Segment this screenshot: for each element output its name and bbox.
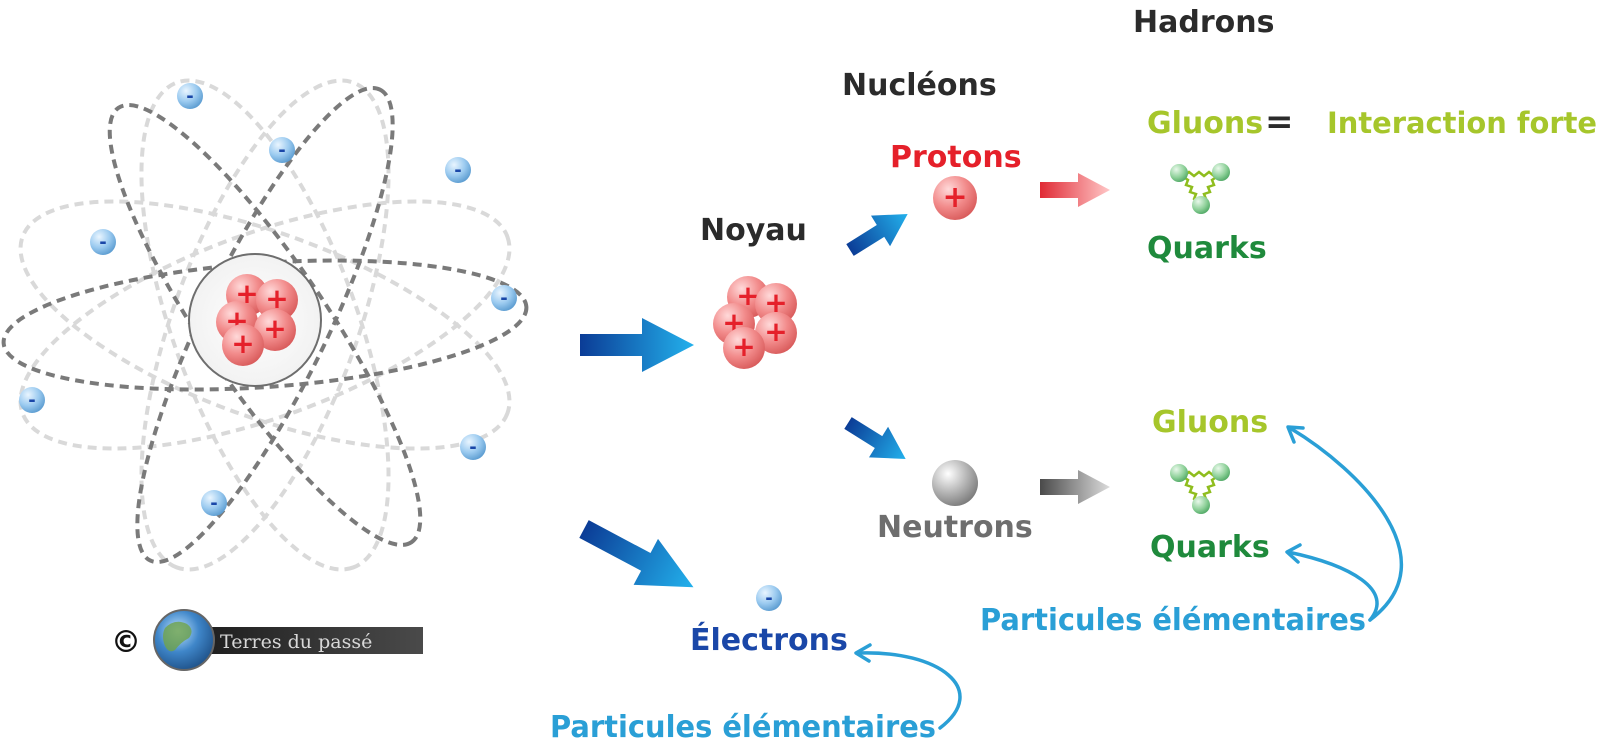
- nucleon: +: [723, 327, 765, 369]
- minus-sign: -: [210, 493, 217, 514]
- electron-orbits: [1, 78, 529, 572]
- minus-sign: -: [469, 437, 476, 458]
- electron: -: [460, 434, 486, 460]
- plus-sign: +: [732, 330, 755, 363]
- arrow-atom-to-nucleus: [580, 318, 694, 372]
- gluon-spring: [1181, 474, 1200, 506]
- quark: [1192, 496, 1210, 514]
- label-particules-bottom: Particules élémentaires: [550, 710, 936, 740]
- proton: +: [933, 176, 977, 220]
- label-protons: Protons: [890, 140, 1022, 175]
- label-electrons: Électrons: [690, 622, 848, 658]
- minus-sign: -: [765, 588, 772, 609]
- orbit-dark: [107, 103, 423, 547]
- globe-landmass: [163, 621, 192, 652]
- electron: -: [269, 137, 295, 163]
- nucleon: +: [256, 279, 298, 321]
- atom: + + + + + -: [1, 78, 529, 572]
- watermark: © Terres du passé: [111, 609, 423, 671]
- atom-nucleus: + + + + +: [216, 274, 298, 366]
- electron: -: [19, 387, 45, 413]
- plus-sign: +: [736, 279, 759, 312]
- callout-arrows: [854, 425, 1404, 730]
- nucleon: +: [755, 312, 797, 354]
- minus-sign: -: [500, 288, 507, 309]
- curve-to-gluons: [1288, 426, 1404, 622]
- quark: [1212, 163, 1230, 181]
- electron: -: [177, 83, 203, 109]
- plus-sign: +: [231, 327, 254, 360]
- orbit-dark: [135, 85, 395, 565]
- orbit-light: [18, 199, 512, 451]
- watermark-band: [200, 627, 423, 654]
- copyright-symbol: ©: [111, 625, 141, 660]
- orbit-light: [139, 78, 391, 572]
- gluon-spring: [1181, 174, 1200, 206]
- neutron: [932, 460, 978, 506]
- label-gluons-bottom: Gluons: [1152, 405, 1268, 440]
- quark-triad-bottom: [1170, 463, 1230, 514]
- arrowhead: [1286, 425, 1305, 444]
- arrow-nucleus-to-neutron: [844, 417, 906, 460]
- electron-single: -: [756, 585, 782, 611]
- minus-sign: -: [99, 232, 106, 253]
- orbit-light: [18, 199, 512, 451]
- label-gluons-top: Gluons: [1147, 106, 1263, 141]
- electron: -: [201, 490, 227, 516]
- label-interaction: Interaction forte: [1327, 106, 1597, 140]
- quark-triad-top: [1170, 163, 1230, 214]
- plus-sign: +: [265, 282, 288, 315]
- arrow-proton-to-quarks: [1040, 173, 1110, 207]
- minus-sign: -: [28, 390, 35, 411]
- curve-to-electrons: [856, 651, 962, 730]
- nucleon: +: [755, 283, 797, 325]
- arrowhead: [1285, 543, 1302, 564]
- electron: -: [445, 157, 471, 183]
- labels: Hadrons Nucléons Noyau Protons Neutrons …: [550, 5, 1597, 740]
- nucleon: +: [222, 324, 264, 366]
- label-nucleons: Nucléons: [842, 68, 997, 103]
- nucleus: + + + + +: [713, 276, 797, 369]
- nucleon: +: [254, 309, 296, 351]
- quark: [1212, 463, 1230, 481]
- orbit-dark: [1, 258, 529, 392]
- electron: -: [90, 229, 116, 255]
- plus-sign: +: [764, 286, 787, 319]
- minus-sign: -: [278, 140, 285, 161]
- label-noyau: Noyau: [700, 213, 807, 248]
- plus-sign: +: [764, 315, 787, 348]
- quark: [1170, 464, 1188, 482]
- arrow-neutron-to-quarks: [1040, 470, 1110, 504]
- minus-sign: -: [186, 86, 193, 107]
- quark: [1170, 164, 1188, 182]
- arrows: [579, 173, 1110, 588]
- label-equals: =: [1265, 102, 1294, 142]
- plus-sign: +: [942, 180, 967, 215]
- curve-to-quarks: [1286, 550, 1379, 622]
- electron: -: [491, 285, 517, 311]
- arrow-nucleus-to-proton: [846, 213, 908, 256]
- arrowhead: [854, 643, 872, 663]
- label-quarks-bottom: Quarks: [1150, 530, 1270, 565]
- watermark-text: Terres du passé: [220, 631, 372, 653]
- label-particules-right: Particules élémentaires: [980, 603, 1366, 638]
- label-quarks-top: Quarks: [1147, 231, 1267, 266]
- orbiting-electrons: - - - - - - -: [19, 83, 517, 516]
- arrow-atom-to-electron: [579, 520, 694, 588]
- quark: [1192, 196, 1210, 214]
- plus-sign: +: [263, 312, 286, 345]
- label-hadrons: Hadrons: [1133, 5, 1274, 40]
- minus-sign: -: [454, 160, 461, 181]
- label-neutrons: Neutrons: [877, 510, 1033, 545]
- orbit-light: [139, 78, 391, 572]
